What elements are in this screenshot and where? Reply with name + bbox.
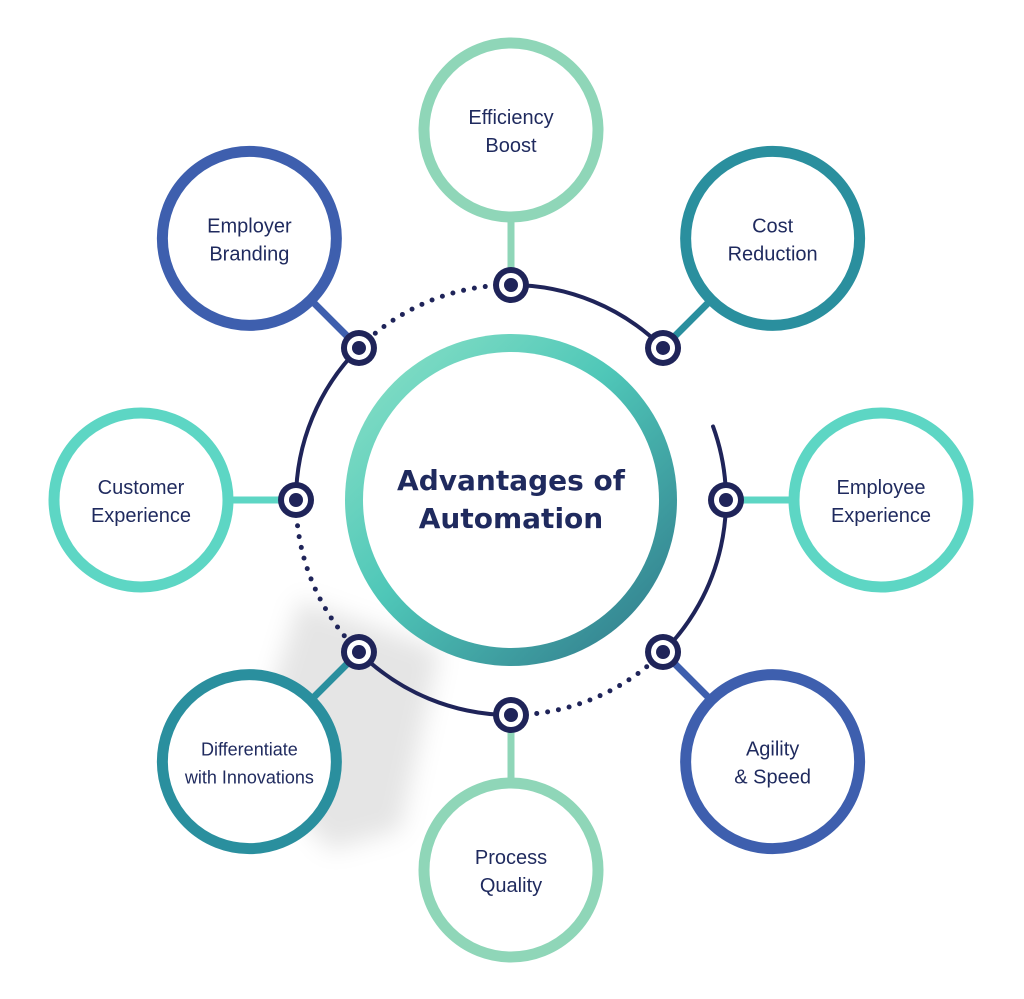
node-label-efficiency-boost-line1: Efficiency — [468, 107, 553, 129]
orbit-marker-efficiency-boost — [493, 267, 529, 303]
node-label-cost-reduction-line2: Reduction — [728, 243, 818, 265]
node-label-differentiate-innovations-line1: Differentiate — [201, 740, 298, 760]
node-circle-employee-experience — [788, 407, 974, 593]
node-label-efficiency-boost-line2: Boost — [485, 135, 537, 157]
orbit-marker-employee-experience — [708, 482, 744, 518]
node-circle-employer-branding — [156, 145, 342, 331]
node-label-employer-branding-line2: Branding — [209, 243, 289, 265]
orbit-marker-differentiate-innovations — [340, 634, 377, 671]
node-circle-differentiate-innovations — [156, 669, 342, 855]
orbit-dotted-segment — [508, 649, 666, 718]
node-label-customer-experience-line1: Customer — [98, 477, 185, 499]
center-title-line1: Advantages of — [397, 464, 626, 497]
center-hub: Advantages of Automation — [345, 334, 677, 666]
orbit-solid-segment — [509, 283, 666, 350]
node-circle-process-quality — [418, 777, 604, 963]
center-disc — [363, 352, 659, 648]
orbit-solid-segment — [294, 345, 361, 502]
node-label-employee-experience-line2: Experience — [831, 505, 931, 527]
node-label-cost-reduction-line1: Cost — [752, 215, 794, 237]
node-label-process-quality-line1: Process — [475, 847, 547, 869]
orbit-marker-customer-experience — [278, 482, 314, 518]
orbit-ring — [278, 267, 744, 733]
node-circle-efficiency-boost — [418, 37, 604, 223]
orbit-dotted-segment — [293, 497, 362, 655]
orbit-solid-segment — [661, 424, 728, 655]
node-agility-speed: Agility & Speed — [680, 669, 866, 855]
orbit-solid-segment — [356, 650, 513, 717]
orbit-marker-process-quality — [493, 697, 529, 733]
center-title-line2: Automation — [419, 502, 603, 535]
node-label-differentiate-innovations-line2: with Innovations — [184, 768, 314, 788]
orbit-marker-employer-branding — [340, 329, 377, 366]
node-label-employee-experience-line1: Employee — [837, 477, 926, 499]
node-label-agility-speed-line1: Agility — [746, 739, 799, 761]
node-label-employer-branding-line1: Employer — [207, 215, 292, 237]
node-circle-agility-speed — [680, 669, 866, 855]
node-circle-customer-experience — [48, 407, 234, 593]
benefit-nodes: EfficiencyBoostCostReductionEmployeeExpe… — [48, 37, 974, 963]
node-label-customer-experience-line2: Experience — [91, 505, 191, 527]
node-label-agility-speed-line2: & Speed — [734, 767, 811, 789]
node-differentiate-innovations: Differentiate with Innovations — [156, 669, 342, 855]
node-circle-cost-reduction — [680, 145, 866, 331]
orbit-marker-agility-speed — [645, 634, 682, 671]
orbit-dotted-segment — [356, 282, 514, 351]
orbit-marker-cost-reduction — [645, 329, 682, 366]
node-label-process-quality-line2: Quality — [480, 875, 542, 897]
